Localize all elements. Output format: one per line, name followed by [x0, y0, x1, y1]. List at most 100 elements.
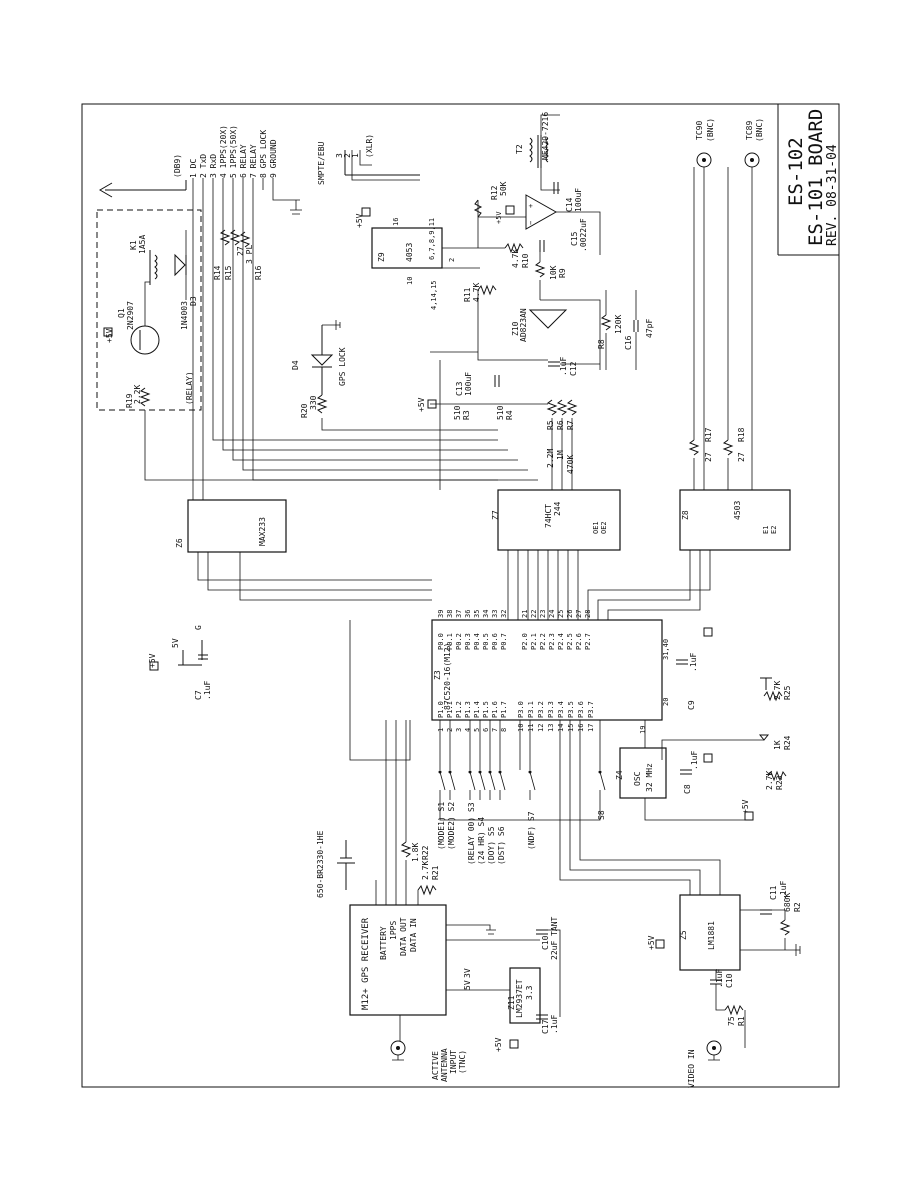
title-text: ES-102: [785, 137, 807, 206]
svg-text:C16: C16: [624, 335, 633, 350]
z3-p0-label: P0.1: [446, 633, 454, 650]
z3-p3-label: P3.1: [527, 701, 535, 718]
r3-r4-resistors: +5V 510 R3 510 R4: [417, 397, 514, 420]
z3-p0-label: P0.7: [500, 633, 508, 650]
board-text: ES-101 BOARD: [805, 109, 827, 246]
r11-resistor: R11 4.7K: [463, 283, 497, 302]
r23-r25-divider: 2.7K R25 1K R24 2.7K R23 +5V: [741, 677, 792, 821]
svg-text:Z9: Z9: [377, 252, 386, 262]
switch-6[interactable]: [498, 770, 506, 801]
db9-pin-label: 2 TxD: [199, 154, 208, 178]
z3-p1-label: P1.3: [464, 701, 472, 718]
svg-text:R8: R8: [597, 339, 606, 349]
svg-text:.1uF: .1uF: [715, 969, 724, 988]
video-in[interactable]: VIDEO IN: [687, 1040, 722, 1088]
svg-text:Z8: Z8: [681, 510, 690, 520]
switch-7[interactable]: [528, 770, 536, 801]
tc90-bnc[interactable]: TC90 (BNC): [695, 118, 715, 168]
svg-text:75: 75: [727, 1016, 736, 1026]
wiring: [144, 114, 801, 1061]
svg-text:K1: K1: [129, 240, 138, 250]
z3-gnd-pin: 20: [662, 698, 670, 706]
svg-text:680K: 680K: [783, 893, 792, 912]
svg-text:2: 2: [343, 153, 352, 158]
db9-pin-label: 6 RELAY: [239, 144, 248, 178]
svg-text:LM1881: LM1881: [707, 921, 716, 950]
svg-text:Z7: Z7: [491, 510, 500, 520]
z3-p2-pin: 24: [548, 610, 556, 618]
z3-p3-pin: 16: [577, 724, 585, 732]
svg-text:R21: R21: [431, 865, 440, 880]
switch-5[interactable]: [488, 770, 496, 801]
z3-p0-pin: 37: [455, 610, 463, 618]
svg-text:Z10: Z10: [511, 321, 520, 336]
z3-p2-label: P2.4: [557, 633, 565, 650]
z3-p3-label: P3.5: [567, 701, 575, 718]
switch-label: (RELAY 00) S3: [467, 802, 476, 865]
c13-capacitor: C13 100uF: [455, 372, 500, 396]
svg-text:1PPS: 1PPS: [389, 921, 398, 940]
xlr-connector: SMPTE/EBU 3 2 1 (XLR): [317, 134, 420, 185]
z3-p2-pin: 27: [575, 610, 583, 618]
z3-p2-label: P2.0: [521, 633, 529, 650]
svg-text:C13: C13: [455, 381, 464, 396]
db9-pin-label: 5 1PPS(50X): [229, 125, 238, 178]
z3-p2-label: P2.6: [575, 633, 583, 650]
z3-p3-label: P3.6: [577, 701, 585, 718]
z3-p1-label: P1.6: [491, 701, 499, 718]
antenna-input[interactable]: ACTIVE ANTENNA INPUT (TNC): [390, 1040, 467, 1082]
r20-resistor: R20 330: [300, 394, 328, 418]
switch-label: (DST) S6: [497, 826, 506, 865]
db9-pin-label: 8 GPS LOCK: [259, 130, 268, 178]
z3-p1-pin: 1: [437, 728, 445, 732]
z3-p3-label: P3.7: [587, 701, 595, 718]
svg-text:ANTENNA: ANTENNA: [440, 1048, 449, 1082]
svg-text:330: 330: [309, 395, 318, 410]
z3-p0-pin: 34: [482, 610, 490, 618]
svg-text:R14: R14: [213, 265, 222, 280]
svg-text:LM2937ET: LM2937ET: [515, 979, 524, 1018]
switch-label: (24 HR) S4: [477, 817, 486, 865]
svg-text:R11: R11: [463, 287, 472, 302]
switch-3[interactable]: [468, 770, 476, 801]
c12-capacitor: .1uF C12: [548, 357, 578, 376]
svg-text:+5V: +5V: [647, 935, 656, 950]
tc89-bnc[interactable]: TC89 (BNC): [744, 118, 764, 168]
svg-text:5V: 5V: [171, 638, 180, 648]
switch-2[interactable]: [448, 770, 456, 801]
switch-8[interactable]: [598, 770, 606, 801]
z3-p0-pin: 39: [437, 610, 445, 618]
z3-p3-label: P3.2: [537, 701, 545, 718]
z3-p2-label: P2.2: [539, 633, 547, 650]
svg-text:4.7K: 4.7K: [472, 283, 481, 302]
z3-p1-pin: 6: [482, 728, 490, 732]
svg-text:244: 244: [553, 501, 562, 516]
svg-text:50K: 50K: [499, 181, 508, 196]
r9-resistor: 10K R9: [534, 261, 567, 280]
z3-p1-pin: 4: [464, 728, 472, 732]
z3-p3-pin: 11: [527, 724, 535, 732]
z5-sync-separator: Z5 LM1881 +5V: [647, 894, 741, 971]
z3-p1-pin: 3: [455, 728, 463, 732]
svg-text:R24: R24: [783, 735, 792, 750]
svg-text:(BNC): (BNC): [706, 118, 715, 142]
svg-text:D3: D3: [189, 296, 198, 306]
svg-text:Z11: Z11: [507, 995, 516, 1010]
svg-text:120K: 120K: [614, 315, 623, 334]
svg-text:R3: R3: [462, 410, 471, 420]
switch-4[interactable]: [478, 770, 486, 801]
r8-resistor: R8 120K: [597, 315, 623, 349]
c9-capacitor: .1uF C9: [676, 627, 713, 710]
z3-p3-label: P3.3: [547, 701, 555, 718]
switch-1[interactable]: [438, 770, 446, 801]
z3-p1-label: P1.2: [455, 701, 463, 718]
r19-resistor: R19 2.2K (RELAY): [125, 371, 194, 408]
svg-text:3V: 3V: [463, 968, 472, 978]
z3-p1-label: P1.4: [473, 701, 481, 718]
svg-text:510: 510: [496, 405, 505, 420]
z3-p1-pin: 5: [473, 728, 481, 732]
svg-text:AD823AN: AD823AN: [519, 308, 528, 342]
svg-text:1.8K: 1.8K: [411, 843, 420, 862]
svg-text:Z4: Z4: [615, 770, 624, 780]
